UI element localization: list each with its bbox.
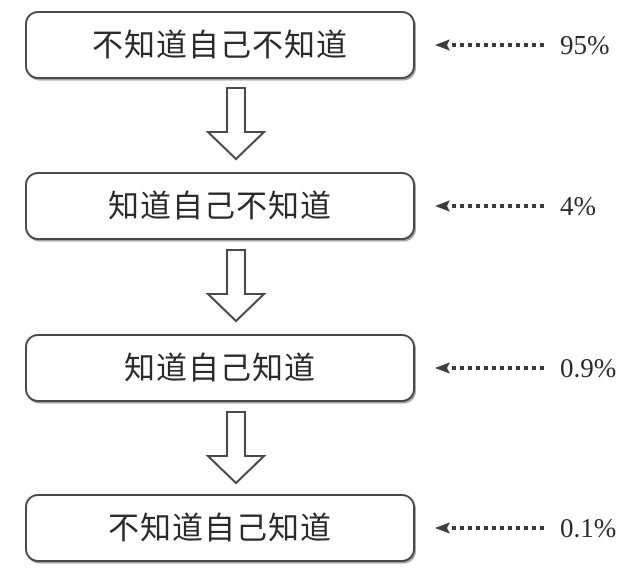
flow-step-row: 不知道自己不知道 (0, 11, 640, 79)
dotted-arrow-left-icon-1 (433, 37, 559, 53)
flow-percent-value-3: 0.9% (560, 352, 617, 383)
dotted-arrow-left-icon-4 (433, 520, 559, 536)
block-arrow-down-icon-1 (205, 86, 267, 162)
flow-node-box-3[interactable]: 知道自己知道 (25, 334, 415, 402)
flow-node-box-2[interactable]: 知道自己不知道 (25, 172, 415, 240)
flow-node-label-4: 不知道自己知道 (108, 510, 332, 546)
dotted-arrow-left-icon-2 (433, 198, 559, 214)
flow-node-box-1[interactable]: 不知道自己不知道 (25, 11, 415, 79)
flow-percent-value-1: 95% (560, 29, 610, 60)
flow-node-box-4[interactable]: 不知道自己知道 (25, 494, 415, 562)
dotted-arrow-left-icon-3 (433, 360, 559, 376)
flow-step-row: 知道自己不知道 (0, 172, 640, 240)
flow-node-label-3: 知道自己知道 (124, 350, 316, 386)
flow-step-row: 不知道自己知道 (0, 494, 640, 562)
flow-node-label-2: 知道自己不知道 (108, 188, 332, 224)
flow-percent-value-2: 4% (560, 190, 596, 221)
flow-node-label-1: 不知道自己不知道 (92, 27, 348, 63)
flow-percent-value-4: 0.1% (560, 512, 617, 543)
block-arrow-down-icon-2 (205, 248, 267, 324)
block-arrow-down-icon-3 (205, 410, 267, 486)
flow-step-row: 知道自己知道 (0, 334, 640, 402)
